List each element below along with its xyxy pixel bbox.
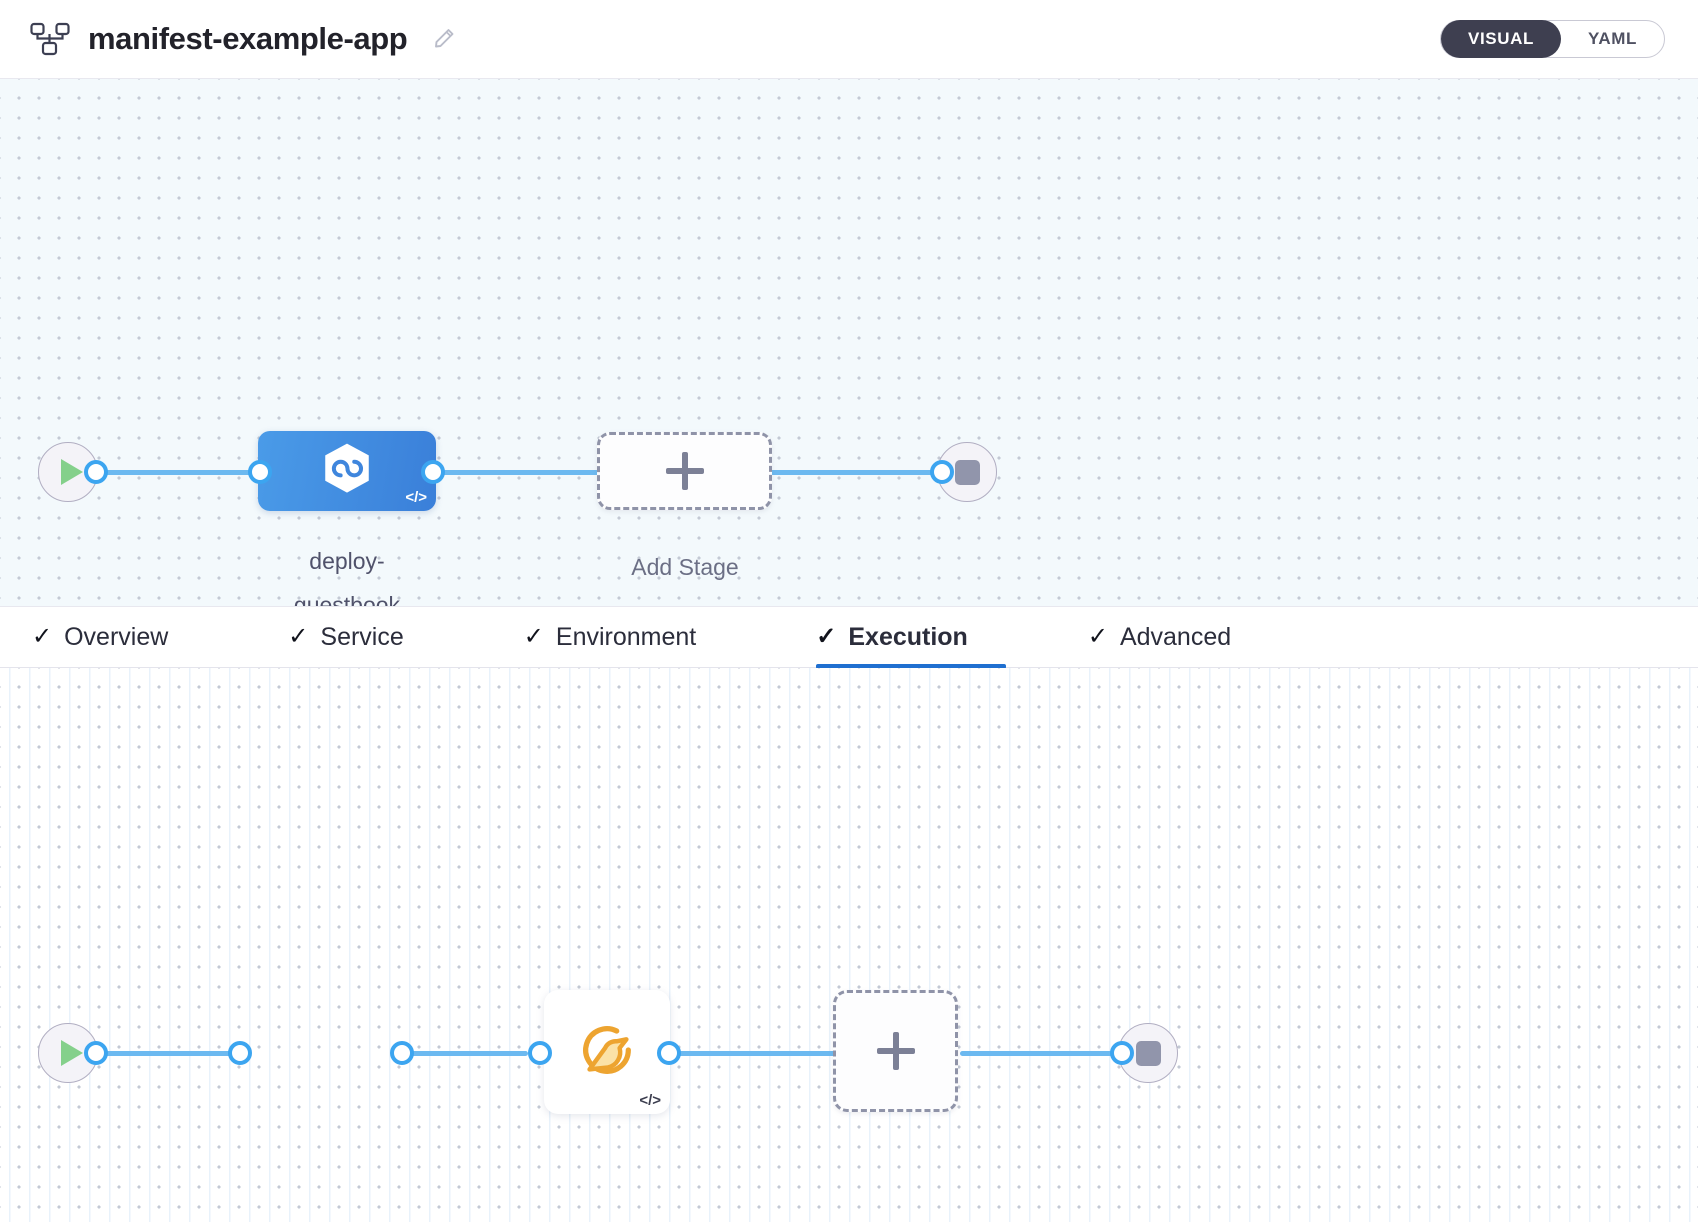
wire-approval-to-canary xyxy=(398,1051,528,1056)
tab-execution[interactable]: ✓ Execution xyxy=(816,607,1006,669)
port-end-in[interactable] xyxy=(930,460,954,484)
stage-config-tabs[interactable]: ✓ Overview ✓ Service ✓ Environment ✓ Exe… xyxy=(0,607,1698,669)
check-icon: ✓ xyxy=(288,623,309,650)
plus-icon xyxy=(876,1032,915,1070)
stage-node-deploy-guestbook[interactable]: </> xyxy=(258,431,436,511)
check-icon: ✓ xyxy=(523,623,544,650)
port-stage-in[interactable] xyxy=(248,460,272,484)
page-title: manifest-example-app xyxy=(88,21,408,56)
canary-bird-icon xyxy=(576,1019,638,1086)
tab-label: Environment xyxy=(555,622,697,651)
wire-start-to-stage xyxy=(96,470,266,475)
stage-node-label: deploy- guestbook xyxy=(293,548,401,607)
view-mode-toggle[interactable]: VISUAL YAML xyxy=(1440,20,1665,58)
wire-addstep-to-end xyxy=(960,1051,1120,1056)
port-approval-in[interactable] xyxy=(228,1041,252,1065)
harness-deploy-hexagon-icon xyxy=(318,440,376,503)
stop-icon xyxy=(954,459,980,485)
stage-graph-canvas[interactable]: </> deploy- guestbook Add Stage xyxy=(0,79,1698,607)
step-end-node[interactable] xyxy=(1118,1023,1178,1083)
check-icon: ✓ xyxy=(816,623,837,650)
port-approval-out[interactable] xyxy=(390,1041,414,1065)
tab-label: Service xyxy=(320,622,404,651)
tab-label: Overview xyxy=(64,622,169,651)
play-icon xyxy=(60,1040,83,1066)
port-stage-out[interactable] xyxy=(421,460,445,484)
check-icon: ✓ xyxy=(1087,623,1108,650)
app-header: manifest-example-app VISUAL YAML xyxy=(0,0,1698,79)
tab-label: Execution xyxy=(848,622,968,651)
check-icon: ✓ xyxy=(32,623,53,650)
tab-advanced[interactable]: ✓ Advanced xyxy=(1088,607,1269,668)
tab-service[interactable]: ✓ Service xyxy=(288,607,441,668)
add-step-button[interactable] xyxy=(833,990,958,1112)
add-stage-button[interactable] xyxy=(597,432,772,510)
add-stage-label: Add Stage xyxy=(631,554,739,580)
toggle-option-yaml[interactable]: YAML xyxy=(1587,29,1637,48)
pipeline-hierarchy-icon xyxy=(30,22,70,56)
wire-canary-to-addstep xyxy=(665,1051,840,1056)
execution-steps-canvas[interactable]: HarnessApprov al_1 </> K8sCanaryDepl oy_… xyxy=(0,668,1698,1222)
wire-addstage-to-end xyxy=(770,470,942,475)
step-start-node[interactable] xyxy=(38,1023,98,1083)
header-left-group: manifest-example-app xyxy=(30,21,457,57)
port-step-end-in[interactable] xyxy=(1110,1041,1134,1065)
stop-icon xyxy=(1135,1040,1161,1066)
play-icon xyxy=(60,459,83,485)
port-canary-in[interactable] xyxy=(528,1041,552,1065)
pencil-edit-icon[interactable] xyxy=(431,26,457,52)
port-canary-out[interactable] xyxy=(657,1041,681,1065)
port-start-out[interactable] xyxy=(84,460,108,484)
code-badge-icon[interactable]: </> xyxy=(405,489,427,506)
tab-overview[interactable]: ✓ Overview xyxy=(32,607,206,668)
tab-environment[interactable]: ✓ Environment xyxy=(524,607,734,668)
toggle-option-visual[interactable]: VISUAL xyxy=(1441,20,1561,58)
port-step-start-out[interactable] xyxy=(84,1041,108,1065)
plus-icon xyxy=(665,452,704,490)
tab-label: Advanced xyxy=(1119,622,1232,651)
step-node-k8s-canary-deploy[interactable]: </> xyxy=(544,990,670,1114)
wire-stage-to-addstage xyxy=(430,470,600,475)
code-badge-icon[interactable]: </> xyxy=(639,1092,661,1109)
wire-start-to-approval xyxy=(96,1051,236,1056)
